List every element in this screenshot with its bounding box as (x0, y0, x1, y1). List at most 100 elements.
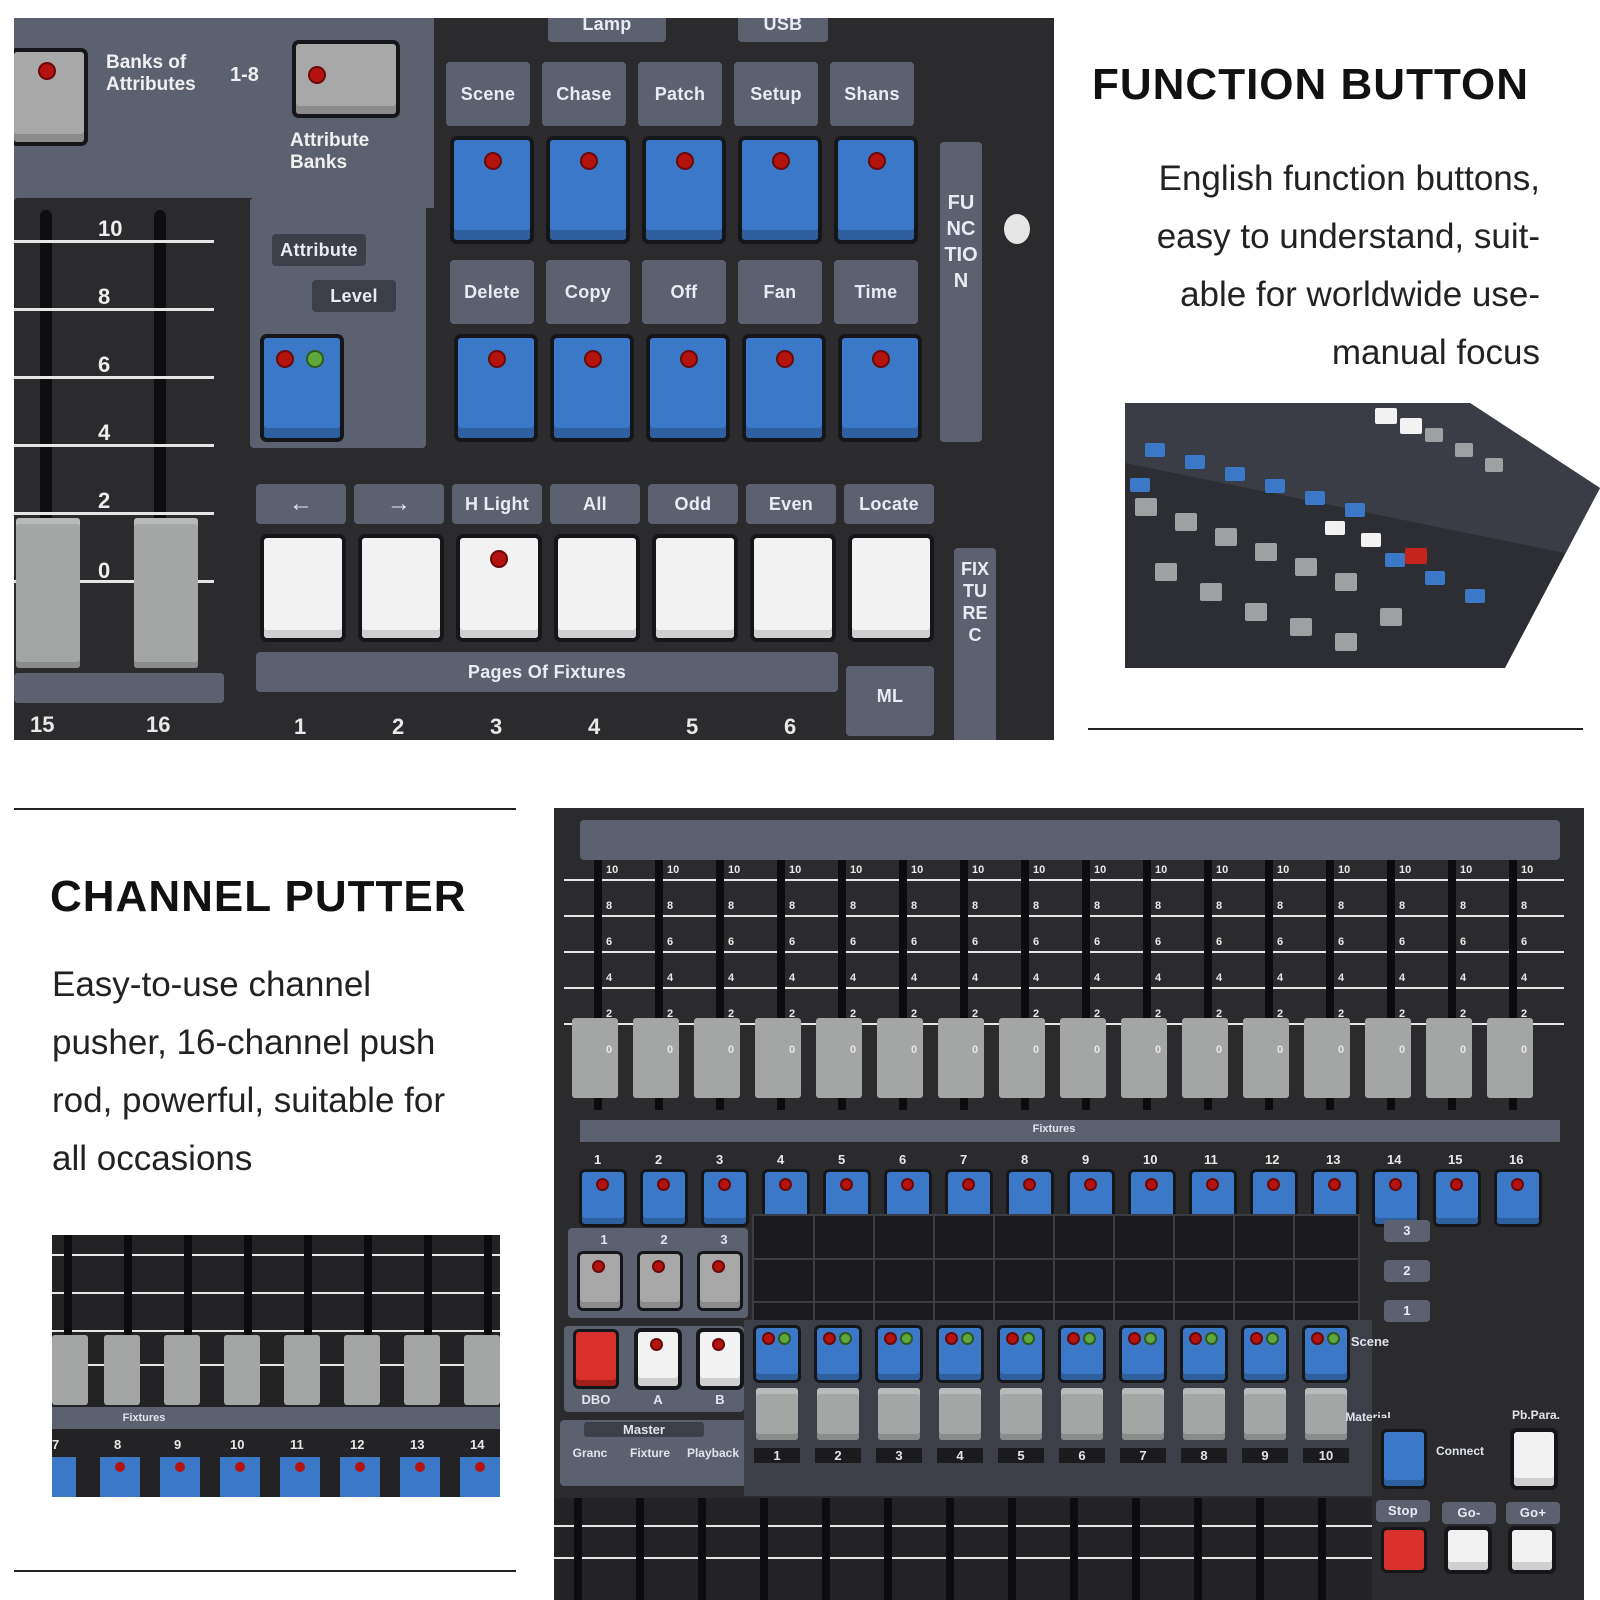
fader-track (960, 860, 968, 1110)
playback-select-button[interactable] (878, 1328, 920, 1380)
dbo-button[interactable] (576, 1332, 616, 1386)
go-minus-button[interactable] (1448, 1530, 1488, 1570)
page-number-4: 4 (588, 714, 601, 739)
playback-select-button[interactable] (1122, 1328, 1164, 1380)
page-number-6: 6 (784, 714, 797, 739)
odd-button[interactable] (656, 538, 734, 638)
bottom-fader-track (1070, 1498, 1078, 1600)
even-button[interactable] (754, 538, 832, 638)
scale-10: 10 (98, 216, 123, 241)
setup-label: Setup (734, 62, 818, 126)
stop-button[interactable] (1384, 1530, 1424, 1570)
channel-led (659, 1180, 668, 1189)
playback-fader-knob[interactable] (939, 1388, 981, 1440)
playback-select-button[interactable] (1244, 1328, 1286, 1380)
channel-led (1391, 1180, 1400, 1189)
locate-button[interactable] (852, 538, 930, 638)
divider-mid-left (14, 808, 516, 810)
fader-scale-mark: 0 (1521, 1044, 1528, 1056)
playback-select-button[interactable] (1000, 1328, 1042, 1380)
fader-knob[interactable] (1121, 1018, 1167, 1098)
playback-fader-knob[interactable] (1061, 1388, 1103, 1440)
left-arrow-button[interactable] (264, 538, 342, 638)
channel-number: 11 (1204, 1152, 1218, 1167)
fader-scale-mark: 6 (1155, 936, 1162, 948)
fader-knob[interactable] (694, 1018, 740, 1098)
playback-select-button[interactable] (939, 1328, 981, 1380)
playback-led-red (1252, 1334, 1261, 1343)
attribute-label: Attribute (272, 234, 366, 266)
fader-knob[interactable] (633, 1018, 679, 1098)
fader-knob[interactable] (1060, 1018, 1106, 1098)
fader-scale-mark: 8 (1277, 900, 1284, 912)
channel-led (1513, 1180, 1522, 1189)
fader-knob[interactable] (755, 1018, 801, 1098)
pages-of-fixtures-label: Pages Of Fixtures (256, 652, 838, 692)
fader-track (1021, 860, 1029, 1110)
fader-knob[interactable] (816, 1018, 862, 1098)
bank-led (40, 64, 54, 78)
right-arrow-label: → (354, 484, 444, 524)
playback-fader-knob[interactable] (1183, 1388, 1225, 1440)
fader-knob[interactable] (1243, 1018, 1289, 1098)
bottom-fader-track (946, 1498, 954, 1600)
fader-scale-mark: 8 (850, 900, 857, 912)
fader-closeup-graphic (52, 1235, 500, 1497)
playback-fader-knob[interactable] (878, 1388, 920, 1440)
banks-of-attributes-label: Banks of Attributes (106, 52, 196, 95)
fader-scale-mark: 10 (850, 864, 863, 876)
playback-fader-knob[interactable] (1305, 1388, 1347, 1440)
fader-knob[interactable] (1365, 1018, 1411, 1098)
fader-scale-mark: 10 (972, 864, 985, 876)
fader-knob[interactable] (572, 1018, 618, 1098)
all-button[interactable] (558, 538, 636, 638)
playback-select-button[interactable] (1061, 1328, 1103, 1380)
playback-number: 3 (876, 1448, 922, 1463)
fader-scale-mark: 4 (1338, 972, 1345, 984)
right-arrow-button[interactable] (362, 538, 440, 638)
playback-fader-knob[interactable] (817, 1388, 859, 1440)
fader-knob-15[interactable] (16, 518, 80, 668)
fader-knob[interactable] (1487, 1018, 1533, 1098)
fader-scale-mark: 0 (606, 1044, 613, 1056)
pb-para-button[interactable] (1514, 1432, 1554, 1486)
delete-label: Delete (450, 260, 534, 324)
hlight-label: H Light (452, 484, 542, 524)
connect-button[interactable] (1384, 1432, 1424, 1486)
fader-knob[interactable] (1304, 1018, 1350, 1098)
fader-scale-mark: 4 (1033, 972, 1040, 984)
playback-fader-knob[interactable] (1244, 1388, 1286, 1440)
fader-scale-mark: 0 (1033, 1044, 1040, 1056)
playback-led-green (1024, 1334, 1033, 1343)
banks-range-label: 1-8 (230, 64, 259, 86)
page-number-5: 5 (686, 714, 699, 739)
channel-led (781, 1180, 790, 1189)
fader-knob[interactable] (938, 1018, 984, 1098)
b-label: B (715, 1392, 725, 1407)
attribute-level-button[interactable] (264, 338, 340, 438)
playback-select-button[interactable] (1183, 1328, 1225, 1380)
playback-fader-knob[interactable] (1122, 1388, 1164, 1440)
fader-scale-mark: 6 (1277, 936, 1284, 948)
fader-knob[interactable] (1426, 1018, 1472, 1098)
playback-select-button[interactable] (756, 1328, 798, 1380)
playback-fader-knob[interactable] (756, 1388, 798, 1440)
channel-number: 16 (1509, 1152, 1524, 1167)
go-plus-button[interactable] (1512, 1530, 1552, 1570)
fader-track (1143, 860, 1151, 1110)
page-1-label: 1 (1384, 1300, 1430, 1322)
fader-scale-mark: 4 (1460, 972, 1467, 984)
playback-select-button[interactable] (817, 1328, 859, 1380)
fixtures-strip (580, 1120, 1560, 1142)
playback-select-button[interactable] (1305, 1328, 1347, 1380)
bottom-fader-strip (554, 1498, 1372, 1600)
function-description: English function buttons, easy to unders… (1070, 150, 1540, 382)
page-number-1: 1 (294, 714, 307, 739)
playback-fader-knob[interactable] (1000, 1388, 1042, 1440)
fader-knob[interactable] (999, 1018, 1045, 1098)
even-label: Even (746, 484, 836, 524)
fader-knob-16[interactable] (134, 518, 198, 668)
fader-knob[interactable] (1182, 1018, 1228, 1098)
fader-scale-mark: 10 (1155, 864, 1168, 876)
fader-knob[interactable] (877, 1018, 923, 1098)
